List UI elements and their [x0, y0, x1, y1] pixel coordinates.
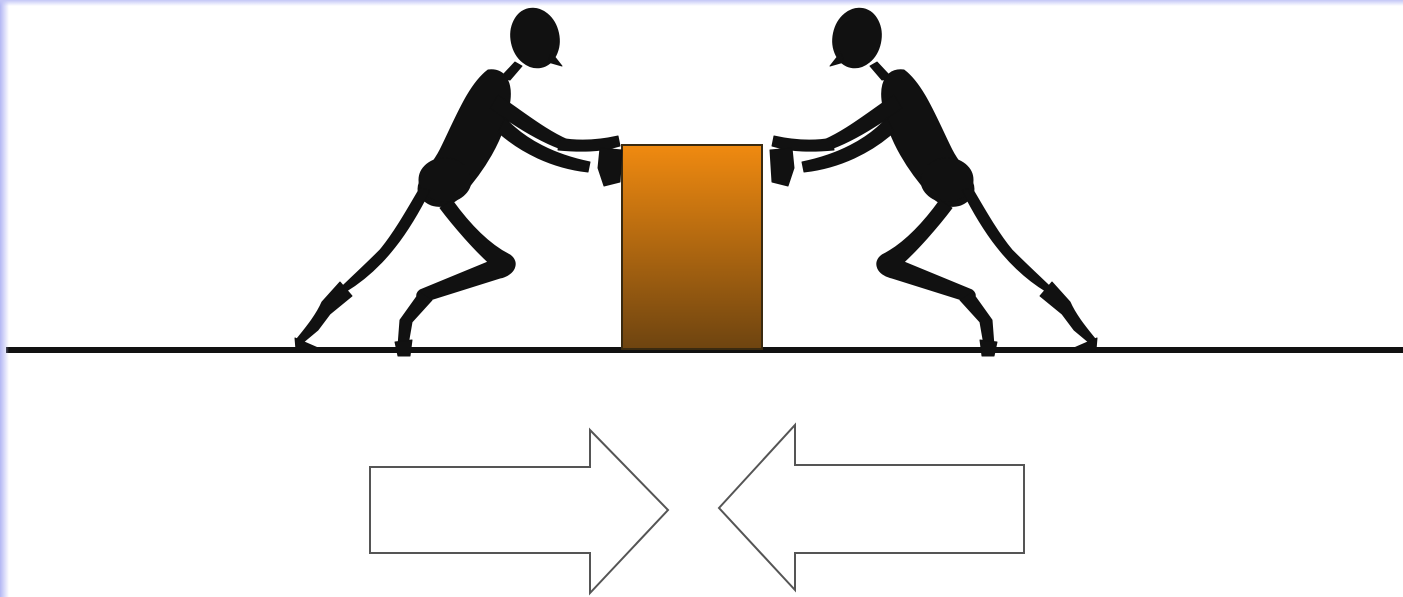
- arrow-left-icon: [719, 425, 1024, 590]
- left-person-icon: [295, 4, 622, 356]
- block: [622, 145, 762, 349]
- right-person-icon: [770, 4, 1097, 356]
- arrow-right-icon: [370, 430, 668, 593]
